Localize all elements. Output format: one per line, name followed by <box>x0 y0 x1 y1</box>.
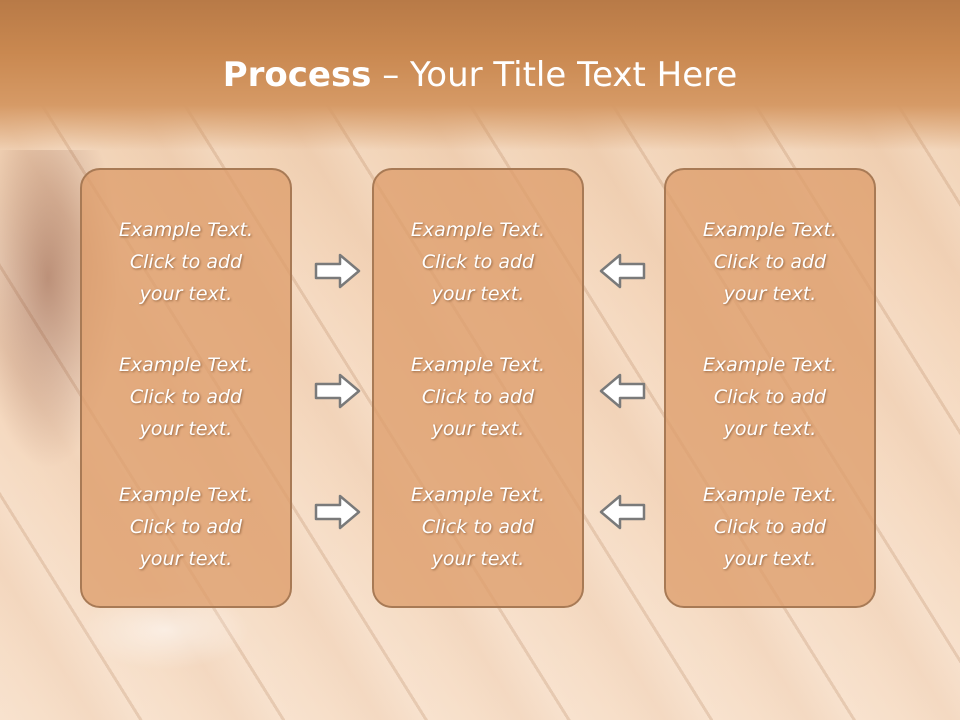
box-text[interactable]: Example Text. Click to add your text. <box>702 484 838 570</box>
left-arrow-icon <box>599 373 646 409</box>
box-text[interactable]: Example Text. Click to add your text. <box>118 484 254 570</box>
box-text[interactable]: Example Text. Click to add your text. <box>118 354 254 440</box>
box-text[interactable]: Example Text. Click to add your text. <box>410 219 546 305</box>
title-bold: Process <box>222 55 372 95</box>
box-text[interactable]: Example Text. Click to add your text. <box>410 354 546 440</box>
left-arrow-icon <box>599 494 646 530</box>
process-box-center[interactable]: Example Text. Click to add your text. Ex… <box>372 168 584 608</box>
right-arrow-icon <box>314 373 361 409</box>
left-arrow-icon <box>599 253 646 289</box>
right-arrow-icon <box>314 253 361 289</box>
box-text[interactable]: Example Text. Click to add your text. <box>118 219 254 305</box>
box-text[interactable]: Example Text. Click to add your text. <box>410 484 546 570</box>
process-box-left[interactable]: Example Text. Click to add your text. Ex… <box>80 168 292 608</box>
slide-title[interactable]: Process – Your Title Text Here <box>0 50 960 100</box>
title-rest: – Your Title Text Here <box>371 55 738 95</box>
title-banner <box>0 0 960 150</box>
box-text[interactable]: Example Text. Click to add your text. <box>702 354 838 440</box>
right-arrow-icon <box>314 494 361 530</box>
box-text[interactable]: Example Text. Click to add your text. <box>702 219 838 305</box>
process-box-right[interactable]: Example Text. Click to add your text. Ex… <box>664 168 876 608</box>
